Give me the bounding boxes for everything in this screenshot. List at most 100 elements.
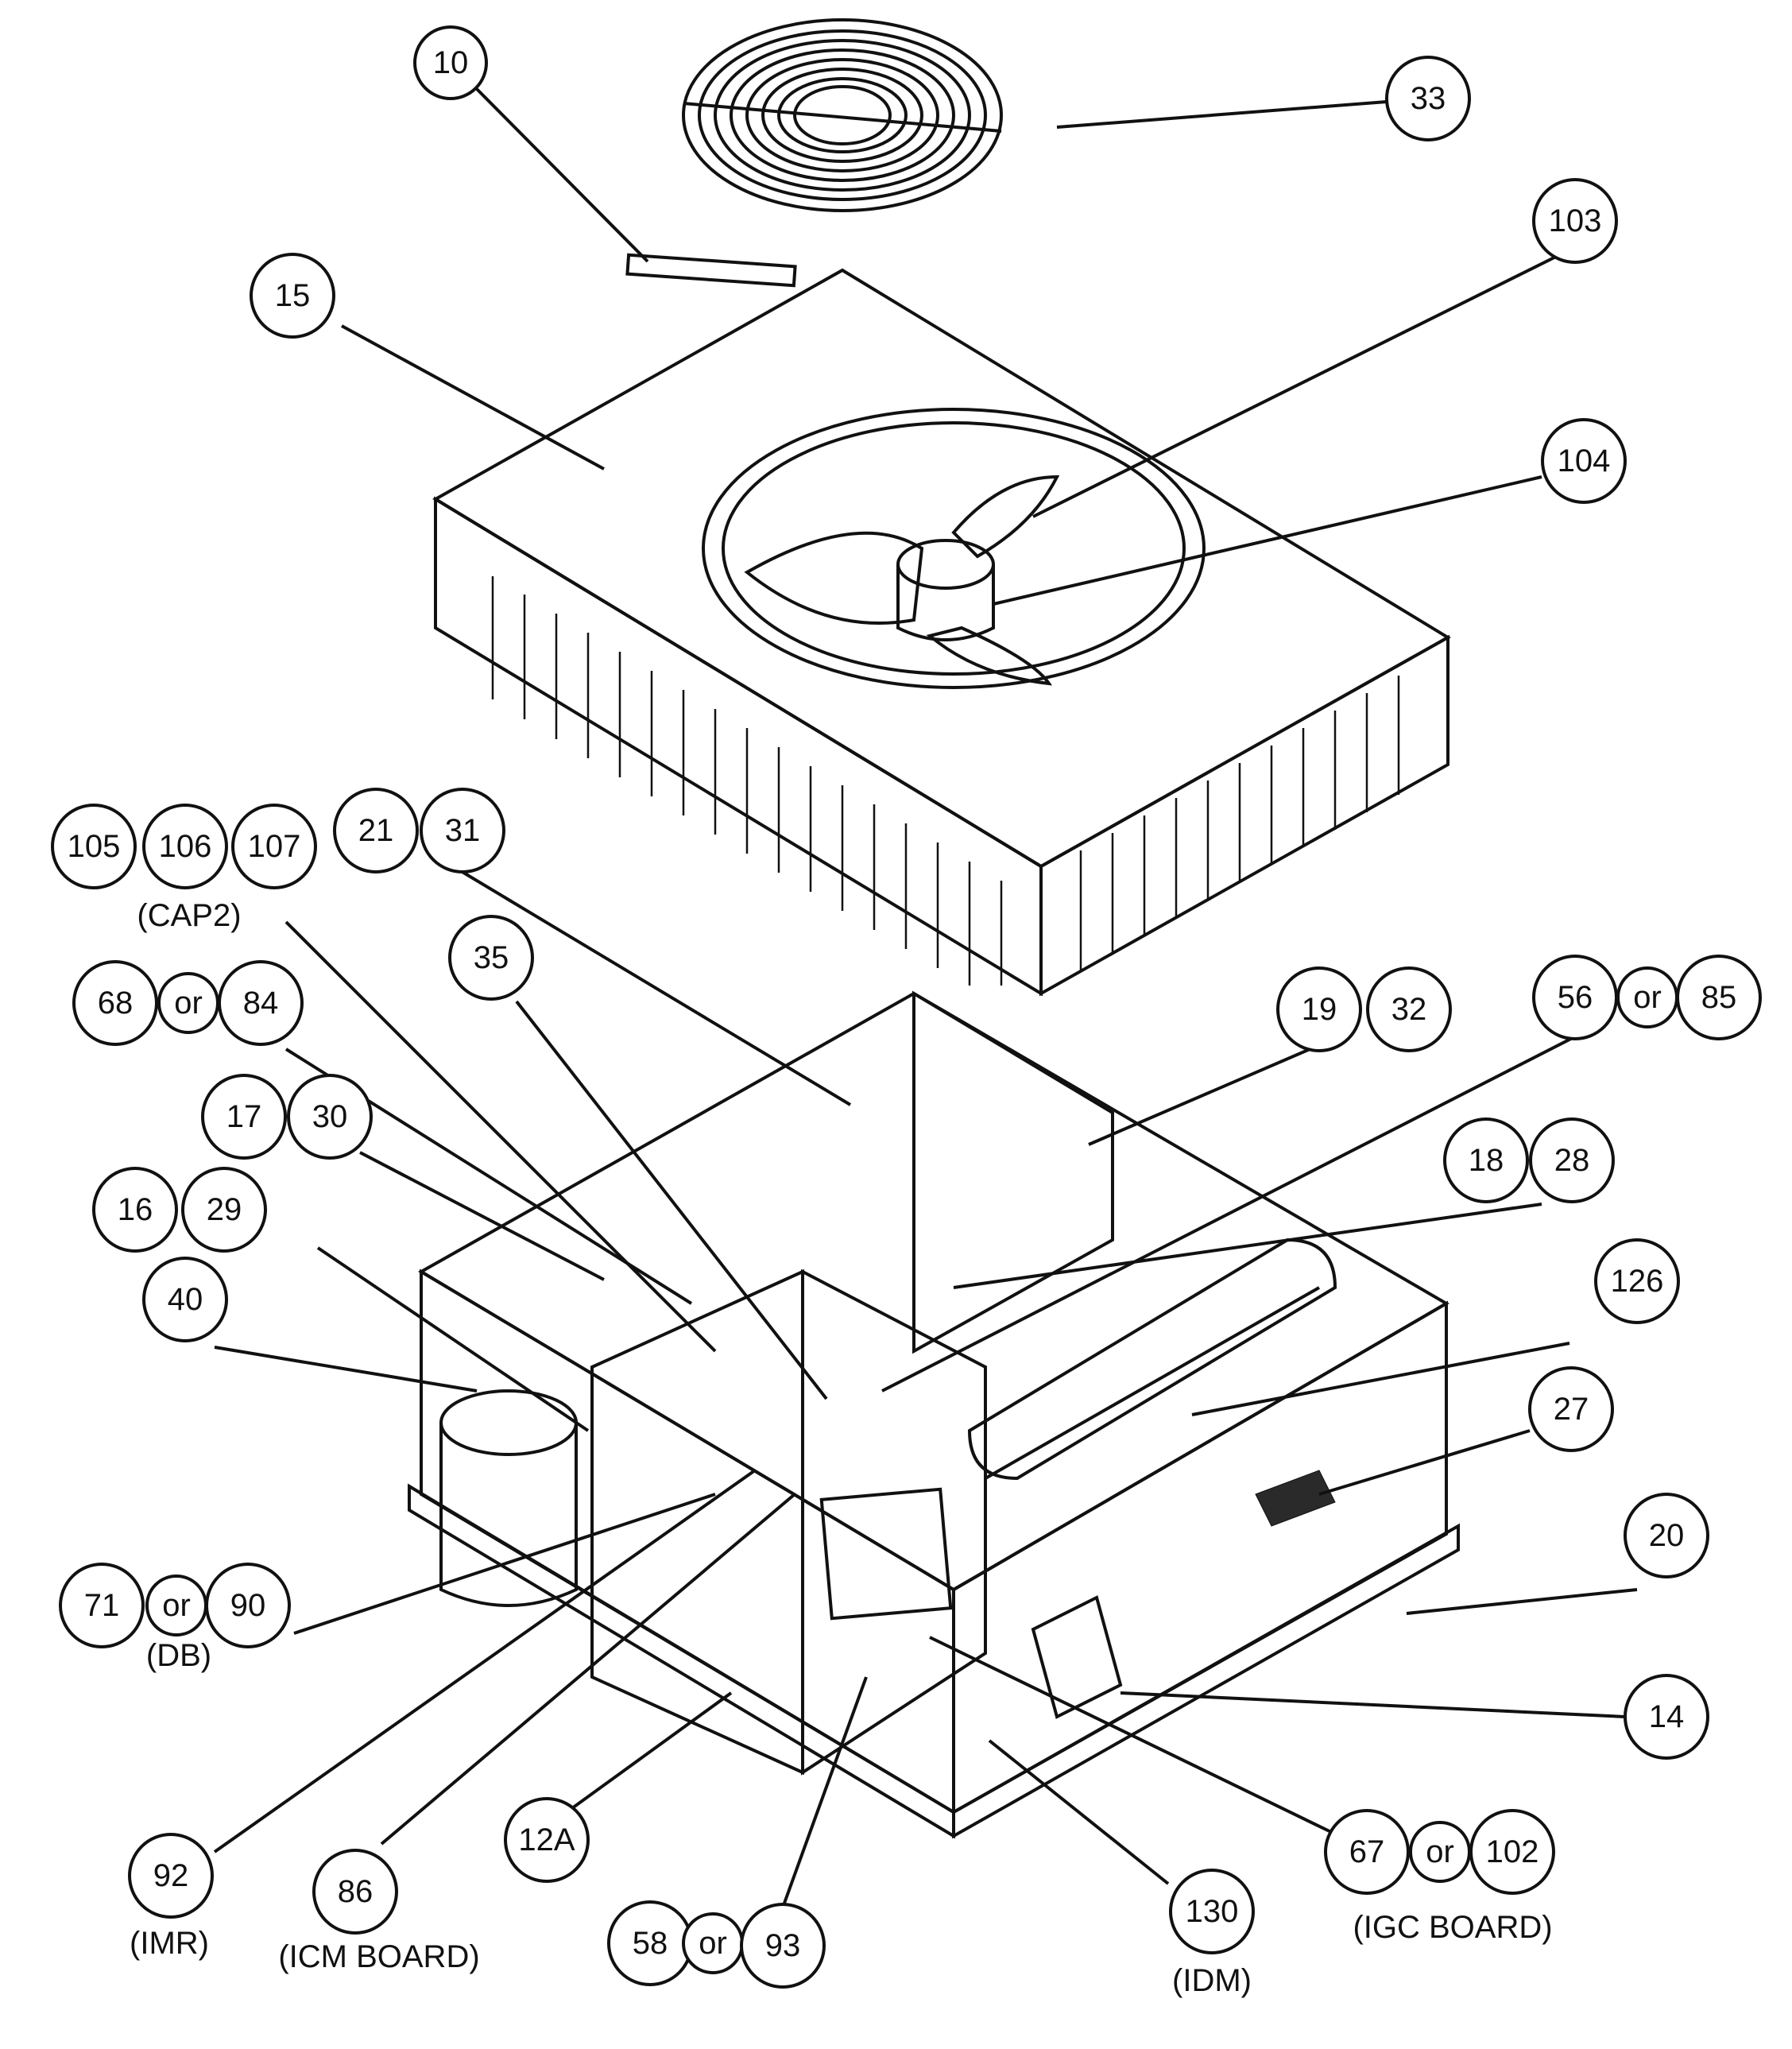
callout-32-label: 32: [1391, 992, 1427, 1027]
note-db-text: (DB): [146, 1638, 211, 1673]
callout-16[interactable]: 16: [92, 1167, 178, 1253]
callout-35[interactable]: 35: [448, 915, 534, 1001]
callout-17-label: 17: [226, 1099, 262, 1134]
callout-71-or: or: [145, 1575, 207, 1636]
callout-18[interactable]: 18: [1443, 1117, 1529, 1203]
callout-104-label: 104: [1558, 443, 1611, 478]
note-igc-board-text: (IGC BOARD): [1353, 1910, 1552, 1945]
callout-58-or-label: or: [699, 1926, 727, 1961]
callout-93[interactable]: 93: [740, 1903, 826, 1989]
callout-28[interactable]: 28: [1529, 1117, 1615, 1203]
callout-102-label: 102: [1486, 1834, 1539, 1869]
callout-16-label: 16: [118, 1192, 153, 1227]
callout-92-label: 92: [153, 1858, 189, 1893]
callout-90-label: 90: [230, 1588, 266, 1623]
callout-130-label: 130: [1186, 1894, 1239, 1929]
callout-10-label: 10: [433, 45, 469, 80]
callout-67[interactable]: 67: [1324, 1809, 1410, 1895]
callout-18-label: 18: [1469, 1143, 1504, 1178]
callout-56[interactable]: 56: [1532, 955, 1618, 1040]
callout-105[interactable]: 105: [51, 804, 137, 889]
callout-71-or-label: or: [162, 1588, 191, 1623]
callout-17[interactable]: 17: [201, 1074, 287, 1160]
callout-58[interactable]: 58: [607, 1900, 693, 1986]
note-icm-board-text: (ICM BOARD): [278, 1939, 479, 1974]
callout-103[interactable]: 103: [1532, 178, 1618, 264]
callout-67-or-label: or: [1426, 1834, 1454, 1869]
callout-58-label: 58: [633, 1926, 668, 1961]
fan-guard-drawing: [682, 18, 1003, 212]
callout-67-label: 67: [1349, 1834, 1385, 1869]
note-db: (DB): [146, 1638, 211, 1673]
callout-12A-label: 12A: [518, 1822, 575, 1857]
callout-93-label: 93: [765, 1928, 801, 1963]
note-imr-text: (IMR): [130, 1926, 209, 1961]
callout-15-label: 15: [275, 278, 311, 313]
callout-56-or: or: [1616, 966, 1678, 1028]
callout-106[interactable]: 106: [142, 804, 228, 889]
callout-84-label: 84: [243, 986, 279, 1021]
callout-28-label: 28: [1554, 1143, 1590, 1178]
callout-84[interactable]: 84: [218, 960, 304, 1046]
callout-68[interactable]: 68: [72, 960, 158, 1046]
callout-71[interactable]: 71: [59, 1563, 145, 1648]
callout-67-or: or: [1409, 1821, 1471, 1883]
note-imr: (IMR): [130, 1926, 209, 1961]
callout-20-label: 20: [1649, 1518, 1685, 1553]
callout-92[interactable]: 92: [128, 1833, 214, 1919]
callout-20[interactable]: 20: [1624, 1493, 1709, 1578]
callout-27[interactable]: 27: [1528, 1366, 1614, 1452]
callout-29-label: 29: [207, 1192, 242, 1227]
callout-29[interactable]: 29: [181, 1167, 267, 1253]
callout-56-or-label: or: [1633, 980, 1662, 1015]
callout-103-label: 103: [1549, 203, 1602, 238]
callout-85-label: 85: [1701, 980, 1737, 1015]
callout-30-label: 30: [312, 1099, 348, 1134]
callout-126-label: 126: [1611, 1264, 1664, 1299]
callout-10[interactable]: 10: [413, 25, 488, 100]
callout-107[interactable]: 107: [231, 804, 317, 889]
note-icm-board: (ICM BOARD): [278, 1939, 479, 1974]
part-10-bar: [625, 253, 797, 288]
callout-12A[interactable]: 12A: [504, 1797, 590, 1883]
callout-35-label: 35: [474, 940, 509, 975]
callout-19[interactable]: 19: [1276, 966, 1362, 1052]
note-cap2: (CAP2): [137, 898, 241, 933]
callout-86-label: 86: [338, 1874, 373, 1909]
callout-30[interactable]: 30: [287, 1074, 373, 1160]
callout-130[interactable]: 130: [1169, 1869, 1255, 1954]
note-idm: (IDM): [1172, 1963, 1252, 1998]
note-cap2-text: (CAP2): [137, 898, 241, 933]
callout-104[interactable]: 104: [1541, 418, 1627, 504]
unit-artwork: [408, 18, 1460, 1839]
callout-33-label: 33: [1411, 81, 1446, 116]
callout-31[interactable]: 31: [420, 788, 505, 873]
callout-56-label: 56: [1558, 980, 1593, 1015]
callout-68-label: 68: [98, 986, 134, 1021]
callout-102[interactable]: 102: [1469, 1809, 1555, 1895]
callout-40[interactable]: 40: [142, 1257, 228, 1342]
callout-19-label: 19: [1302, 992, 1337, 1027]
callout-86[interactable]: 86: [312, 1849, 398, 1935]
callout-40-label: 40: [168, 1282, 203, 1317]
callout-71-label: 71: [84, 1588, 120, 1623]
part-callouts: 10 33 103 15 104 105 106 107 21 31 35 68…: [51, 25, 1762, 1989]
part-notes: (CAP2) (DB) (IMR) (ICM BOARD) (IGC BOARD…: [130, 898, 1553, 1998]
callout-90[interactable]: 90: [205, 1563, 291, 1648]
callout-32[interactable]: 32: [1366, 966, 1452, 1052]
note-idm-text: (IDM): [1172, 1963, 1252, 1998]
callout-58-or: or: [682, 1912, 744, 1974]
callout-21[interactable]: 21: [333, 788, 419, 873]
callout-14[interactable]: 14: [1624, 1674, 1709, 1760]
callout-106-label: 106: [159, 829, 212, 864]
callout-68-or: or: [157, 972, 219, 1034]
callout-33[interactable]: 33: [1385, 56, 1471, 141]
callout-105-label: 105: [68, 829, 121, 864]
callout-126[interactable]: 126: [1594, 1238, 1680, 1324]
callout-85[interactable]: 85: [1676, 955, 1762, 1040]
callout-68-or-label: or: [174, 986, 203, 1021]
callout-31-label: 31: [445, 813, 481, 848]
callout-15[interactable]: 15: [250, 253, 335, 339]
callout-14-label: 14: [1649, 1699, 1685, 1734]
